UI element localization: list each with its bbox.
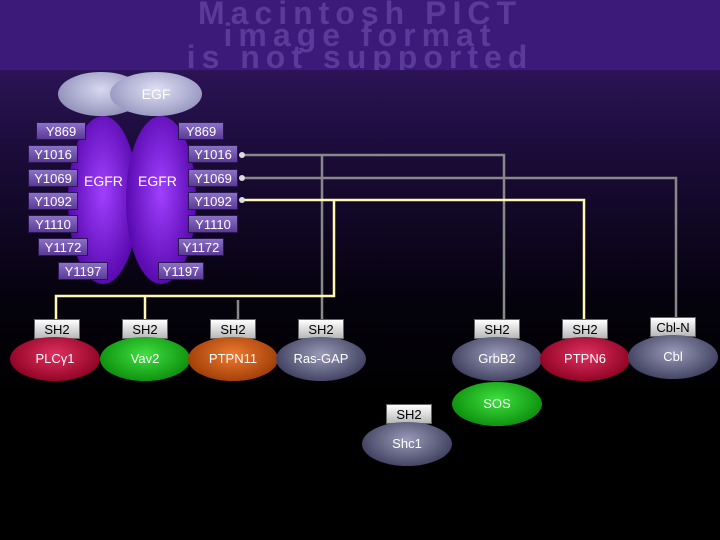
rasgap-protein: Ras-GAP (276, 337, 366, 381)
site-left-y1197: Y1197 (58, 262, 108, 280)
ptpn6-protein: PTPN6 (540, 337, 630, 381)
site-left-y1110: Y1110 (28, 215, 78, 233)
link-node (239, 175, 245, 181)
shc1-sh2-domain: SH2 (386, 404, 432, 424)
rasgap-sh2-domain: SH2 (298, 319, 344, 339)
cbl-protein: Cbl (628, 335, 718, 379)
ptpn6-label: PTPN6 (564, 351, 606, 366)
sos-protein: SOS (452, 382, 542, 426)
ptpn11-protein: PTPN11 (188, 337, 278, 381)
cbl-label: Cbl (663, 349, 683, 364)
site-left-y1092: Y1092 (28, 192, 78, 210)
grb2-protein: GrbB2 (452, 337, 542, 381)
site-right-y1016: Y1016 (188, 145, 238, 163)
egfr-left-label: EGFR (84, 173, 123, 189)
site-right-y869: Y869 (178, 122, 224, 140)
plcg1-sh2-domain: SH2 (34, 319, 80, 339)
plcg1-label: PLCγ1 (35, 351, 75, 366)
shc1-protein: Shc1 (362, 422, 452, 466)
link-node (239, 152, 245, 158)
vav2-sh2-domain: SH2 (122, 319, 168, 339)
banner-line-3: is not supported (186, 39, 534, 70)
pict-unsupported-banner: Macintosh PICT image format is not suppo… (0, 0, 720, 70)
site-left-y1069: Y1069 (28, 169, 78, 187)
gray-link-grb2-y1016 (242, 153, 506, 320)
link-node (239, 197, 245, 203)
yellow-link-ptpn6-y1092 (242, 198, 586, 320)
shc1-label: Shc1 (392, 436, 422, 451)
site-left-y1016: Y1016 (28, 145, 78, 163)
grb2-sh2-domain: SH2 (474, 319, 520, 339)
site-right-y1197: Y1197 (158, 262, 204, 280)
site-left-y1172: Y1172 (38, 238, 88, 256)
ptpn11-label: PTPN11 (208, 351, 258, 366)
vav2-label: Vav2 (130, 351, 160, 366)
vav2-protein: Vav2 (100, 337, 190, 381)
site-left-y869: Y869 (36, 122, 86, 140)
gray-link-cbl-y1069 (242, 176, 678, 320)
plcg1-protein: PLCγ1 (10, 337, 100, 381)
ptpn11-sh2-domain: SH2 (210, 319, 256, 339)
grb2-label: GrbB2 (478, 351, 516, 366)
cbl-n-domain: Cbl-N (650, 317, 696, 337)
site-right-y1069: Y1069 (188, 169, 238, 187)
rasgap-label: Ras-GAP (293, 351, 349, 366)
egf-ligand: EGF (110, 72, 202, 116)
yellow-link-y1092-bar (54, 200, 336, 320)
ptpn6-sh2-domain: SH2 (562, 319, 608, 339)
site-right-y1172: Y1172 (178, 238, 224, 256)
banner-line-2: image format (223, 17, 497, 53)
site-right-y1110: Y1110 (188, 215, 238, 233)
egf-label: EGF (141, 86, 171, 102)
egfr-right (126, 116, 196, 284)
site-right-y1092: Y1092 (188, 192, 238, 210)
sos-label: SOS (483, 396, 511, 411)
egfr-right-label: EGFR (138, 173, 177, 189)
